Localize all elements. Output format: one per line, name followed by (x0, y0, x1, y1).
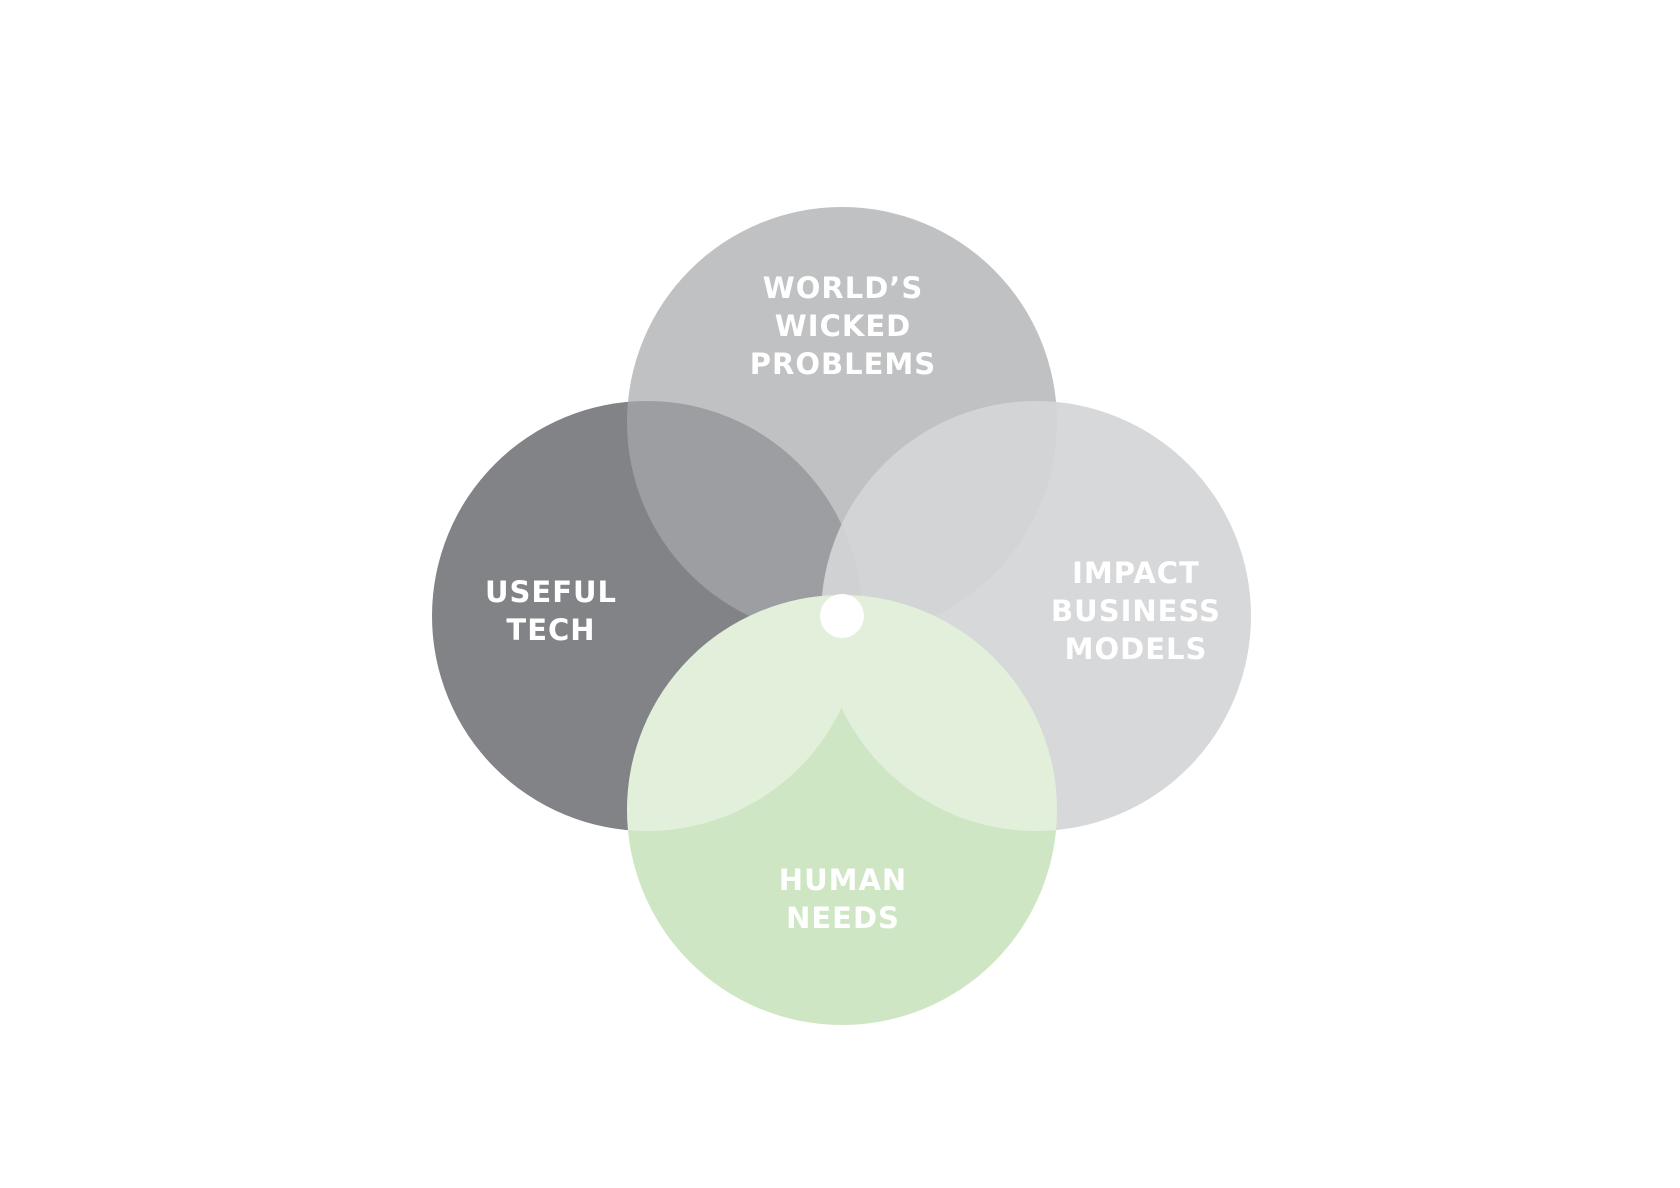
label-line: TECH (506, 613, 596, 647)
label-line: BUSINESS (1051, 594, 1221, 628)
label-line: IMPACT (1072, 556, 1200, 590)
label-worlds-wicked-problems: WORLD’S WICKED PROBLEMS (750, 269, 936, 383)
label-useful-tech: USEFUL TECH (485, 573, 617, 649)
label-impact-business-models: IMPACT BUSINESS MODELS (1051, 554, 1221, 668)
label-human-needs: HUMAN NEEDS (779, 861, 907, 937)
label-line: WORLD’S (762, 271, 924, 305)
label-line: PROBLEMS (749, 347, 937, 381)
label-line: WICKED (774, 309, 912, 343)
circle-human-needs (627, 595, 1057, 1025)
label-line: NEEDS (786, 901, 900, 935)
label-line: HUMAN (778, 863, 908, 897)
label-line: USEFUL (484, 575, 618, 609)
center-marker (820, 594, 864, 638)
label-line: MODELS (1064, 632, 1208, 666)
